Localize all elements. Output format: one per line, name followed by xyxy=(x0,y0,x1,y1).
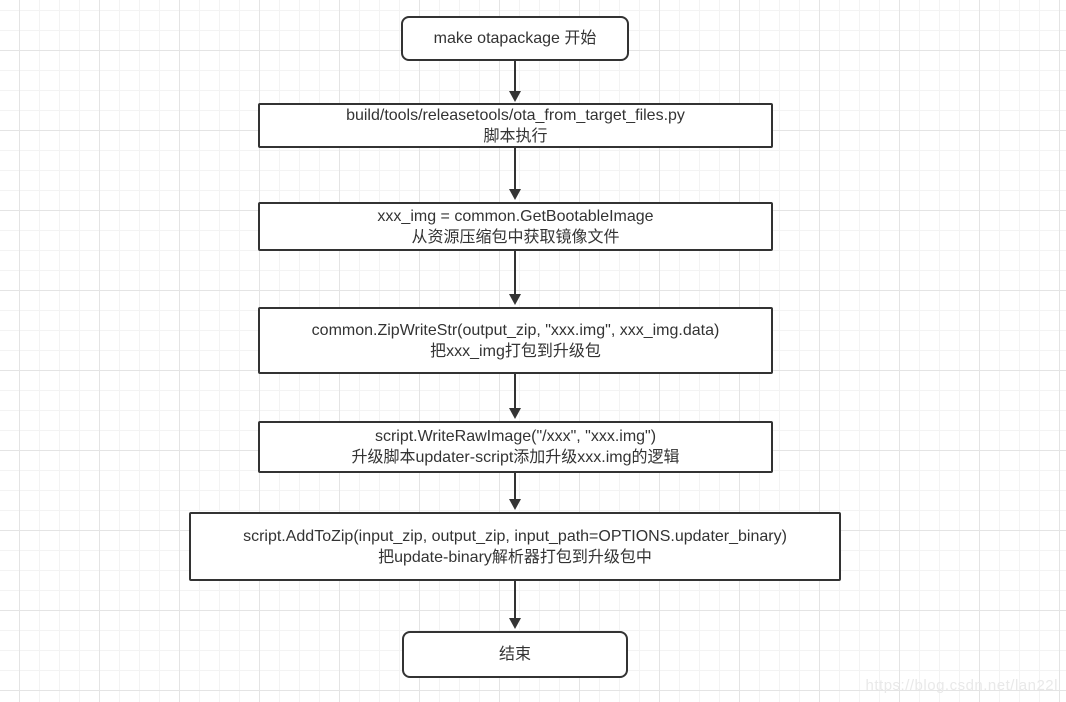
flow-node-script-exec: build/tools/releasetools/ota_from_target… xyxy=(258,103,773,148)
node-sublabel: 从资源压缩包中获取镜像文件 xyxy=(411,228,620,246)
node-label: script.AddToZip(input_zip, output_zip, i… xyxy=(243,527,787,545)
arrowhead-icon xyxy=(509,189,521,200)
arrow-shaft xyxy=(514,61,516,93)
flow-node-get-image: xxx_img = common.GetBootableImage 从资源压缩包… xyxy=(258,202,773,251)
flow-node-end: 结束 xyxy=(402,631,628,678)
arrowhead-icon xyxy=(509,618,521,629)
arrowhead-icon xyxy=(509,91,521,102)
arrowhead-icon xyxy=(509,294,521,305)
arrow-shaft xyxy=(514,374,516,410)
node-label: xxx_img = common.GetBootableImage xyxy=(377,207,654,225)
arrow-shaft xyxy=(514,148,516,191)
csdn-watermark: https://blog.csdn.net/lan22l xyxy=(865,677,1058,694)
node-sublabel: 脚本执行 xyxy=(483,127,548,145)
node-sublabel: 升级脚本updater-script添加升级xxx.img的逻辑 xyxy=(351,449,680,466)
node-label: script.WriteRawImage("/xxx", "xxx.img") xyxy=(374,428,657,445)
arrow-shaft xyxy=(514,581,516,620)
node-label: make otapackage 开始 xyxy=(433,30,597,47)
arrow-down-icon xyxy=(509,374,521,419)
node-sublabel: 把xxx_img打包到升级包 xyxy=(430,342,601,360)
arrow-down-icon xyxy=(509,473,521,510)
arrow-down-icon xyxy=(509,251,521,305)
node-sublabel: 把update-binary解析器打包到升级包中 xyxy=(378,548,652,566)
arrow-shaft xyxy=(514,473,516,501)
arrow-shaft xyxy=(514,251,516,296)
flow-node-start: make otapackage 开始 xyxy=(401,16,629,61)
node-label: build/tools/releasetools/ota_from_target… xyxy=(346,106,685,124)
arrow-down-icon xyxy=(509,581,521,629)
arrowhead-icon xyxy=(509,408,521,419)
flow-node-zip-write: common.ZipWriteStr(output_zip, "xxx.img"… xyxy=(258,307,773,374)
arrow-down-icon xyxy=(509,61,521,102)
node-label: common.ZipWriteStr(output_zip, "xxx.img"… xyxy=(311,321,720,339)
node-label: 结束 xyxy=(498,646,531,663)
arrowhead-icon xyxy=(509,499,521,510)
arrow-down-icon xyxy=(509,148,521,200)
flow-node-add-to-zip: script.AddToZip(input_zip, output_zip, i… xyxy=(189,512,841,581)
flow-node-write-raw: script.WriteRawImage("/xxx", "xxx.img") … xyxy=(258,421,773,473)
